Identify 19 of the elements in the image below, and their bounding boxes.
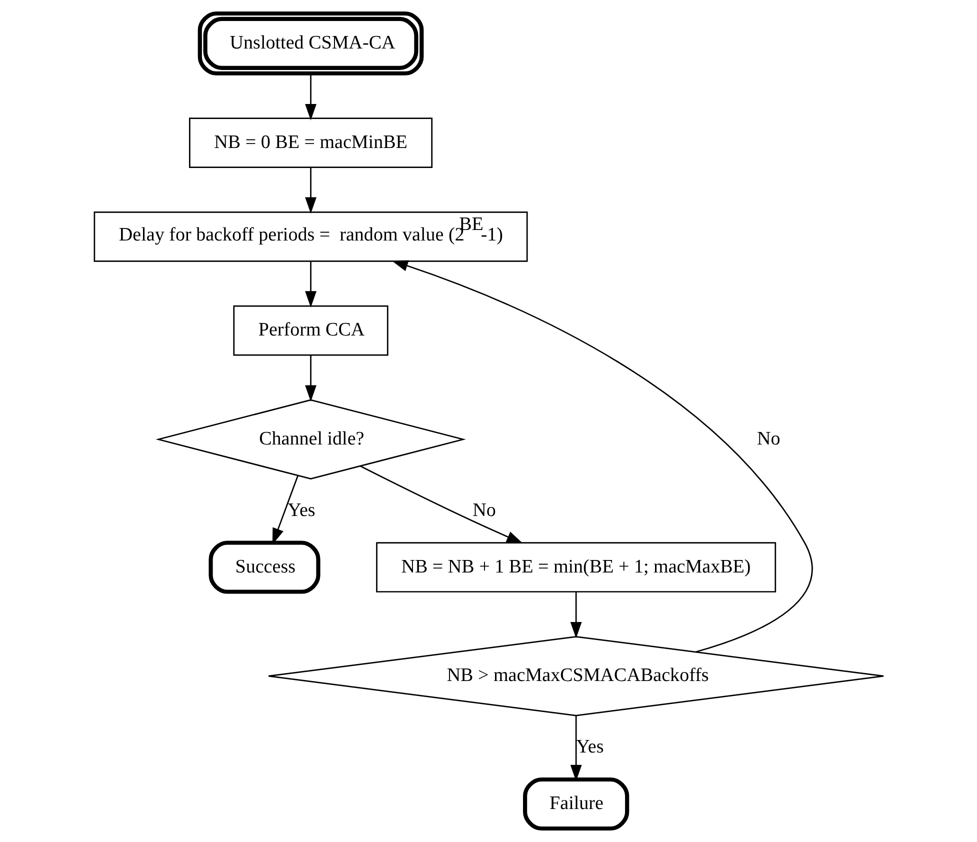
node-diamond: Channel idle? <box>155 399 466 480</box>
node-box: Unslotted CSMA-CA <box>197 11 424 76</box>
edge-label: Yes <box>287 500 315 521</box>
node-box: Failure <box>522 777 629 831</box>
edge-label: No <box>472 500 496 521</box>
node-box: NB = 0 BE = macMinBE <box>188 118 432 168</box>
edge-label: Yes <box>576 736 604 758</box>
arrow <box>304 261 316 308</box>
node-box: NB = NB + 1 BE = min(BE + 1; macMaxBE) <box>376 542 776 592</box>
arrow <box>570 592 582 638</box>
node-diamond: NB > macMaxCSMACABackoffs <box>267 636 884 716</box>
arrow <box>360 466 522 544</box>
arrow <box>304 74 316 120</box>
arrow <box>304 355 316 402</box>
arrow <box>391 260 812 653</box>
node-box: Perform CCA <box>232 305 388 356</box>
arrow <box>304 168 316 214</box>
edge-label: No <box>756 428 780 450</box>
node-box: Success <box>208 540 320 594</box>
